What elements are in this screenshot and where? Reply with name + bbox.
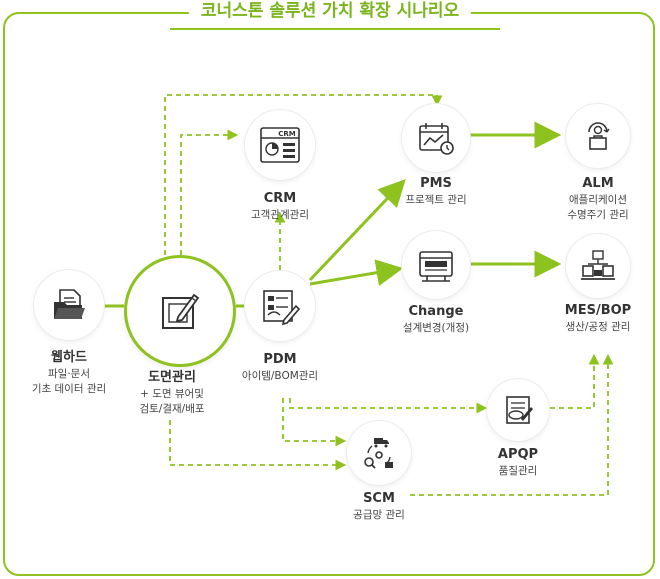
drawing-name: 도면관리 — [148, 370, 196, 385]
scm-desc: 공급망 관리 — [353, 509, 405, 521]
webhard-label: 웹하드 파일·문서 기초 데이터 관리 — [32, 349, 106, 397]
crm-icon: CRM — [260, 127, 300, 163]
pms-node[interactable] — [402, 104, 470, 172]
link-pdm-pms — [308, 179, 406, 282]
scm-node[interactable] — [347, 421, 411, 485]
crm-icon-text: CRM — [278, 130, 296, 138]
pdm-node[interactable] — [245, 271, 315, 341]
webhard-name: 웹하드 — [51, 350, 87, 365]
crm-name: CRM — [263, 191, 297, 206]
mesbop-label: MES/BOP 생산/공정 관리 — [565, 302, 631, 335]
crm-node[interactable]: CRM — [245, 110, 315, 180]
project-schedule-icon — [419, 123, 454, 155]
change-label: Change 설계변경(개정) — [403, 303, 469, 336]
webhard-desc-2: 기초 데이터 관리 — [31, 383, 107, 395]
link-pdm-scm — [282, 398, 347, 447]
alm-desc-2: 수명주기 관리 — [567, 209, 629, 221]
diagram-title: 코너스톤 솔루션 가치 확장 시나리오 — [188, 0, 472, 22]
change-name: Change — [408, 304, 464, 319]
link-pdm-apqp — [289, 398, 488, 414]
quality-icon — [506, 396, 533, 424]
webhard-node[interactable] — [34, 270, 104, 340]
alm-name: ALM — [582, 176, 614, 191]
pdm-name: PDM — [263, 352, 297, 367]
mesbop-name: MES/BOP — [564, 303, 632, 318]
link-scm-mesbop — [410, 353, 614, 496]
drawing-desc-2: 검토/결재/배포 — [139, 403, 205, 415]
alm-desc-1: 애플리케이션 — [569, 194, 627, 206]
apqp-label: APQP 품질관리 — [498, 446, 538, 479]
change-node[interactable] — [402, 231, 470, 299]
lifecycle-icon — [588, 122, 610, 150]
webhard-desc-1: 파일·문서 — [48, 368, 90, 380]
drawing-node[interactable] — [124, 255, 236, 367]
change-calendar-icon — [419, 251, 453, 282]
scm-label: SCM 공급망 관리 — [353, 490, 405, 523]
supply-chain-icon — [364, 438, 393, 469]
pms-name: PMS — [420, 176, 452, 191]
drawing-desc-1: + 도면 뷰어및 — [140, 388, 204, 400]
link-pdm-change — [309, 259, 404, 286]
title-underline — [170, 28, 500, 30]
apqp-desc: 품질관리 — [498, 465, 538, 477]
link-drawing-scm — [169, 420, 347, 471]
alm-label: ALM 애플리케이션 수명주기 관리 — [567, 175, 628, 223]
folder-icon — [54, 289, 85, 319]
apqp-name: APQP — [497, 447, 539, 462]
mesbop-desc: 생산/공정 관리 — [565, 321, 631, 333]
mesbop-node[interactable] — [566, 234, 630, 298]
link-apqp-mesbop — [550, 353, 600, 409]
pdm-desc: 아이템/BOM관리 — [241, 370, 319, 382]
apqp-node[interactable] — [487, 379, 549, 441]
change-desc: 설계변경(개정) — [402, 322, 470, 334]
pms-label: PMS 프로젝트 관리 — [405, 175, 466, 208]
drawing-label: 도면관리 + 도면 뷰어및 검토/결재/배포 — [139, 369, 204, 417]
crm-desc: 고객관계관리 — [251, 209, 309, 221]
pdm-label: PDM 아이템/BOM관리 — [242, 351, 318, 384]
link-drawing-crm — [180, 129, 239, 255]
drawing-edit-icon — [162, 293, 200, 329]
alm-node[interactable] — [566, 104, 630, 168]
link-drawing-pms — [164, 94, 443, 255]
pms-desc: 프로젝트 관리 — [405, 194, 467, 206]
bom-icon — [263, 290, 300, 326]
scm-name: SCM — [363, 491, 395, 506]
factory-icon — [581, 250, 615, 280]
crm-label: CRM 고객관계관리 — [251, 190, 309, 223]
